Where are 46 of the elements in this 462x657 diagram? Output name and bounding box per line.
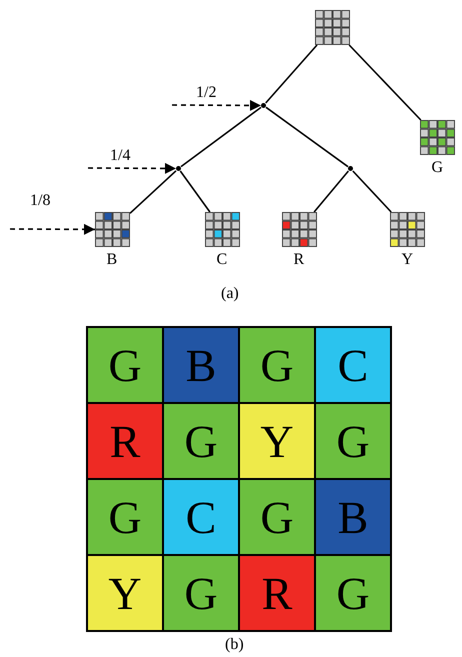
color-cell: G: [162, 554, 240, 632]
grid-label: R: [294, 251, 304, 269]
color-cell: B: [314, 478, 392, 556]
color-cell: C: [162, 478, 240, 556]
tree-branch: [129, 170, 177, 214]
tree-branch: [180, 106, 262, 168]
color-cell: Y: [86, 554, 164, 632]
pixel-grid-icon: [390, 212, 425, 247]
tree-branch: [180, 170, 211, 212]
grid-label: G: [432, 159, 444, 177]
color-cell: R: [238, 554, 316, 632]
grid-label: B: [106, 251, 118, 269]
tree-branch: [348, 44, 422, 121]
branch-point: [348, 166, 353, 171]
grid-label: Y: [402, 251, 414, 269]
tree-branch: [314, 170, 350, 213]
pixel-grid-icon: [315, 10, 350, 45]
tree-branch: [352, 170, 392, 213]
color-cell: C: [314, 326, 392, 404]
dashed-arrow: [88, 162, 176, 174]
color-cell: R: [86, 402, 164, 480]
color-cell: Y: [238, 402, 316, 480]
color-cell: G: [86, 326, 164, 404]
color-cell: G: [314, 554, 392, 632]
color-cell: G: [162, 402, 240, 480]
edge-label: 1/4: [110, 147, 130, 165]
pixel-grid-icon: [282, 212, 317, 247]
color-cell: G: [238, 478, 316, 556]
pixel-grid-icon: [205, 212, 240, 247]
grid-label: C: [216, 251, 228, 269]
tree-branch: [266, 106, 348, 168]
tree-branch: [265, 44, 318, 104]
pixel-grid-icon: [420, 120, 455, 155]
panel-label: (b): [225, 636, 244, 654]
color-cell: B: [162, 326, 240, 404]
branch-point: [261, 103, 266, 108]
panel-label: (a): [221, 285, 239, 303]
color-cell: G: [314, 402, 392, 480]
color-cell: G: [238, 326, 316, 404]
dashed-arrow: [10, 224, 95, 235]
edge-label: 1/2: [196, 84, 216, 102]
edge-label: 1/8: [30, 192, 50, 210]
branch-point: [176, 166, 181, 171]
color-cell: G: [86, 478, 164, 556]
pixel-grid-icon: [95, 212, 130, 247]
dashed-arrow: [172, 100, 261, 112]
